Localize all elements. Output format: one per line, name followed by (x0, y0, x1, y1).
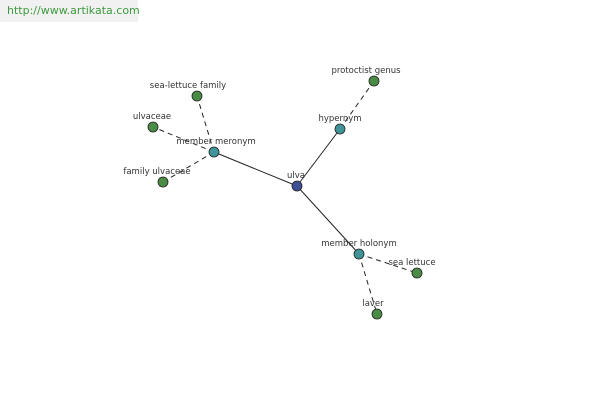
label-sea-lettuce: sea lettuce (388, 258, 435, 268)
edge-member-holonym-sea-lettuce (358, 253, 418, 274)
node-ulvaceae[interactable] (147, 121, 159, 133)
label-ulva: ulva (287, 171, 305, 181)
edge-ulva-hypernym (296, 128, 341, 187)
label-laver: laver (362, 299, 384, 309)
node-family-ulvaceae[interactable] (157, 176, 169, 188)
edge-ulva-member-meronym (213, 151, 298, 187)
node-sea-lettuce-family[interactable] (191, 90, 203, 102)
label-member-meronym: member meronym (176, 137, 255, 147)
label-ulvaceae: ulvaceae (133, 112, 171, 122)
label-family-ulvaceae: family ulvaceae (123, 167, 190, 177)
label-member-holonym: member holonym (321, 239, 396, 249)
label-hypernym: hypernym (318, 114, 361, 124)
node-laver[interactable] (371, 308, 383, 320)
edge-member-holonym-laver (358, 253, 378, 315)
node-ulva[interactable] (291, 180, 303, 192)
edge-member-meronym-ulvaceae (152, 126, 215, 153)
edge-ulva-member-holonym (296, 185, 360, 255)
node-sea-lettuce[interactable] (411, 267, 423, 279)
label-sea-lettuce-family: sea-lettuce family (150, 81, 226, 91)
edge-hypernym-protoctist-genus (339, 80, 375, 130)
node-hypernym[interactable] (334, 123, 346, 135)
watermark-link[interactable]: http://www.artikata.com (0, 0, 140, 22)
node-protoctist-genus[interactable] (368, 75, 380, 87)
node-member-holonym[interactable] (353, 248, 365, 260)
edge-member-meronym-family-ulvaceae (162, 151, 215, 183)
label-protoctist-genus: protoctist genus (331, 66, 401, 76)
edge-member-meronym-sea-lettuce-family (196, 95, 215, 153)
node-member-meronym[interactable] (208, 146, 220, 158)
